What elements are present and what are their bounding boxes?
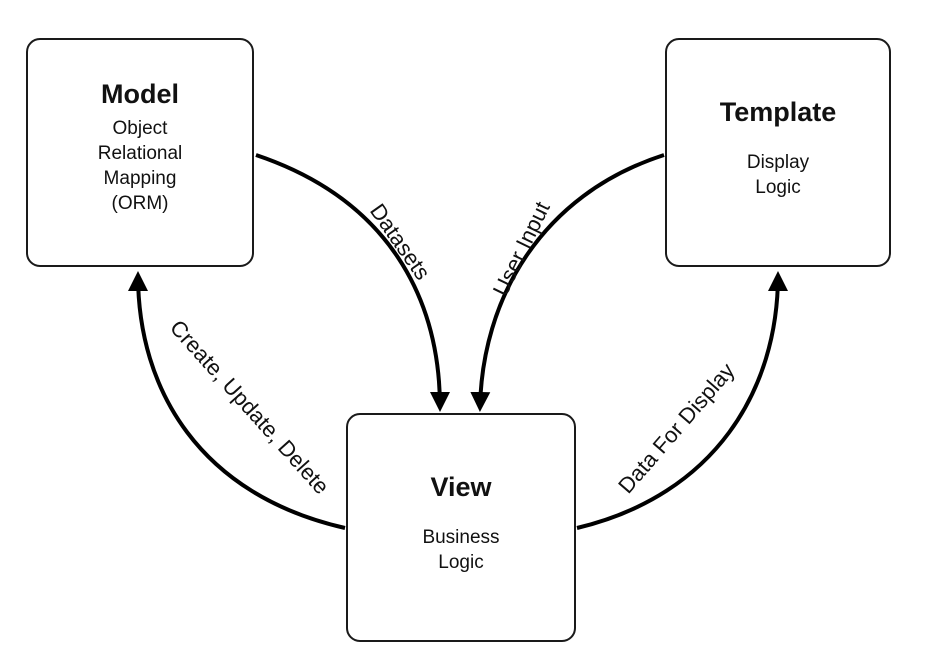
- edge-label-user-input: User Input: [488, 198, 555, 300]
- edge-model-to-view: [255, 153, 450, 412]
- model-desc-line: Object: [112, 118, 168, 139]
- edge-label-create-update-delete: Create, Update, Delete: [165, 315, 334, 499]
- model-desc-line: Relational: [97, 143, 183, 164]
- template-node: Template Display Logic: [665, 38, 891, 267]
- view-node: View Business Logic: [346, 413, 576, 642]
- edge-template-to-view: [470, 153, 665, 412]
- view-desc-line: Logic: [438, 552, 484, 573]
- edge-view-to-template: [576, 271, 788, 530]
- edge-label-datasets: Datasets: [365, 199, 435, 284]
- template-title: Template: [719, 97, 837, 127]
- model-desc-line: (ORM): [111, 193, 169, 214]
- view-title: View: [430, 472, 492, 502]
- model-desc-line: Mapping: [103, 168, 177, 189]
- template-desc-line: Display: [746, 152, 810, 173]
- view-desc-line: Business: [422, 527, 500, 548]
- model-title: Model: [101, 79, 179, 109]
- edge-view-to-model: [128, 271, 346, 530]
- edge-label-data-for-display: Data For Display: [613, 358, 739, 498]
- template-desc-line: Logic: [755, 177, 801, 198]
- model-node: Model Object Relational Mapping (ORM): [26, 38, 254, 267]
